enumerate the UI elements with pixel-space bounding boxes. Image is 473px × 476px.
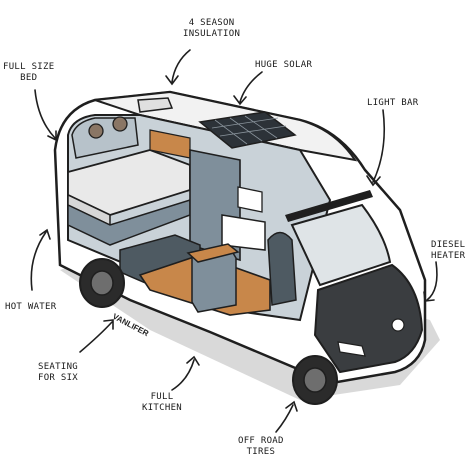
arrow-solar	[233, 71, 263, 106]
label-kitchen-line1: FULL	[150, 392, 174, 402]
label-kitchen-line2: KITCHEN	[142, 403, 183, 413]
label-hot-water-text: HOT WATER	[5, 302, 57, 312]
label-diesel-line2: HEATER	[431, 251, 466, 261]
label-full-size-bed: FULL SIZE BED	[3, 62, 54, 84]
label-four-season-line2: INSULATION	[183, 29, 241, 39]
kitchen-window	[237, 186, 263, 213]
annotation-arrows	[30, 49, 438, 433]
rear-speaker-left	[88, 123, 104, 139]
table-top	[186, 243, 240, 263]
arrow-heater	[423, 261, 438, 302]
label-huge-solar-text: HUGE SOLAR	[255, 60, 313, 70]
label-light-bar-text: LIGHT BAR	[367, 98, 419, 108]
arrow-kitchen	[171, 355, 200, 391]
label-hot-water: HOT WATER	[5, 302, 56, 313]
headlight	[337, 341, 366, 357]
label-light-bar: LIGHT BAR	[367, 98, 418, 109]
arrow-tires	[275, 400, 298, 433]
label-full-size-line2: BED	[20, 73, 38, 83]
label-four-season: 4 SEASON INSULATION	[183, 18, 240, 40]
label-diesel-heater: DIESEL HEATER	[431, 240, 465, 262]
front-tire	[292, 355, 338, 405]
label-tires-line2: TIRES	[246, 447, 276, 457]
driver-seat	[267, 231, 297, 306]
label-full-size-line1: FULL SIZE	[3, 62, 55, 72]
label-huge-solar: HUGE SOLAR	[255, 60, 312, 71]
rear-speaker-right	[112, 116, 128, 132]
arrow-lightbar	[366, 109, 386, 187]
label-seating: SEATING FOR SIX	[38, 362, 78, 384]
label-kitchen: FULL KITCHEN	[142, 392, 182, 414]
label-seating-line2: FOR SIX	[38, 373, 79, 383]
label-seating-line1: SEATING	[38, 362, 79, 372]
roof-vent	[137, 97, 174, 113]
light-bar	[285, 190, 373, 222]
solar-panel	[198, 111, 297, 149]
arrow-hotwater	[30, 228, 51, 291]
label-diesel-line1: DIESEL	[431, 240, 466, 250]
arrow-seating	[79, 319, 114, 353]
kitchen-fridge	[221, 214, 266, 251]
windshield	[290, 203, 392, 287]
label-tires: OFF ROAD TIRES	[238, 436, 284, 458]
arrow-insulation	[165, 49, 191, 86]
front-emblem	[391, 318, 405, 332]
label-tires-line1: OFF ROAD	[238, 436, 284, 446]
rear-tire	[79, 258, 125, 308]
arrow-bed	[34, 89, 57, 142]
label-four-season-line1: 4 SEASON	[188, 18, 235, 28]
